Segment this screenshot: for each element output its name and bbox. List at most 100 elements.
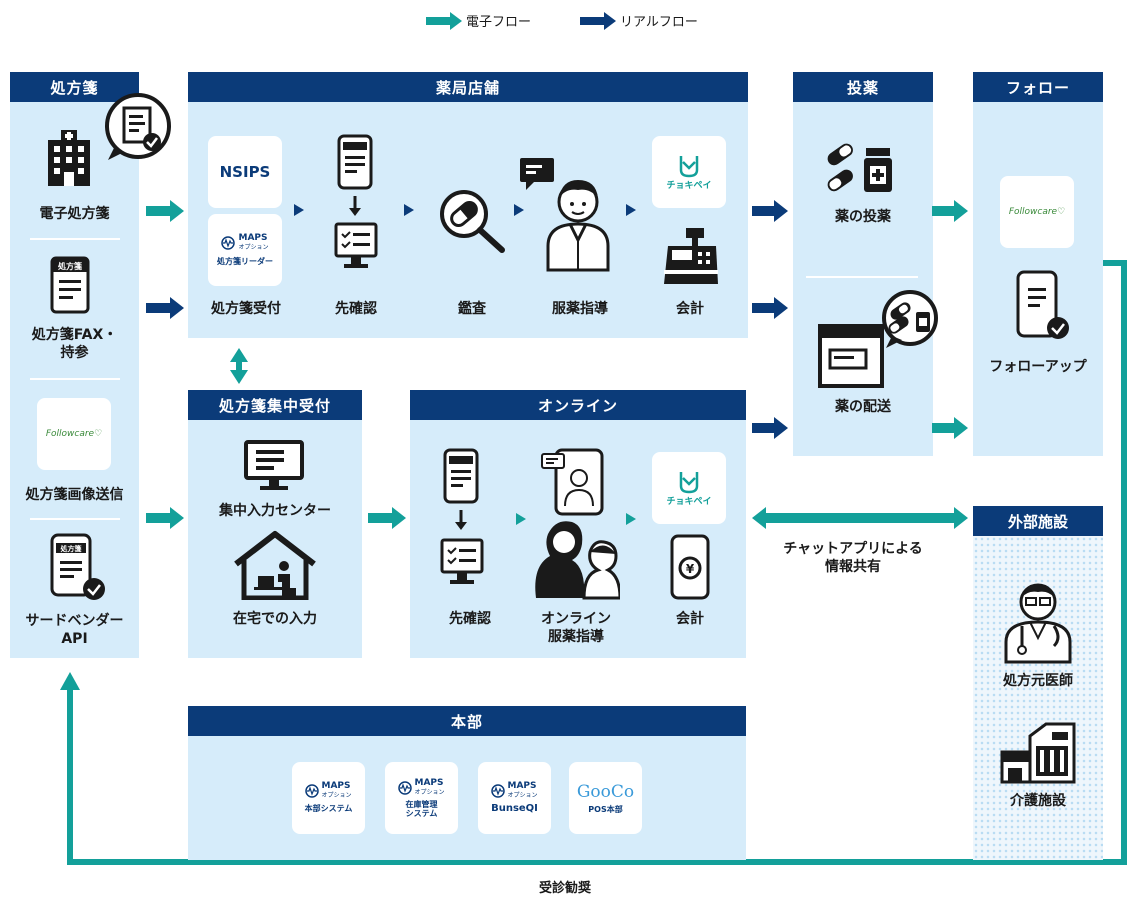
hq-card-sub: オプション (507, 792, 538, 799)
maps-logo-icon (221, 235, 236, 250)
hq-panel: 本部 (188, 706, 746, 860)
e-prescription-bubble-icon (105, 93, 171, 160)
pharmacist-icon (520, 158, 610, 272)
follow-followcare-logo: Followcare♡ (1008, 207, 1066, 217)
online-guidance-icon (535, 448, 620, 600)
online-chokipay-logo-icon (679, 471, 699, 493)
hq-card-gooco: GooCo POS本部 (569, 762, 642, 834)
pre-check-icons (334, 134, 378, 268)
maps-logo-icon (491, 784, 506, 798)
online-chokipay-label: チョキペイ (666, 496, 712, 507)
api-phone-icon: 処方箋 (50, 533, 105, 600)
follow-panel: フォロー (973, 72, 1103, 456)
central-item-input-center: 集中入力センター (219, 503, 331, 519)
hq-header: 本部 (188, 706, 746, 736)
hq-card-brand: MAPS (321, 781, 351, 791)
legend-digital-arrow-icon (426, 12, 462, 30)
rx-header: 処方箋 (10, 72, 139, 102)
maps-sub: オプション (238, 243, 269, 251)
maps-reader-card: MAPS オプション 処方箋リーダー (208, 214, 282, 286)
pharmacy-header: 薬局店舗 (188, 72, 748, 102)
pharmacy-step-pre-check: 先確認 (335, 301, 377, 317)
online-chokipay-card: チョキペイ (652, 452, 726, 524)
followcare-logo: Followcare♡ (45, 429, 103, 439)
prescription-document-label: 処方箋 (57, 261, 82, 271)
home-input-icon (234, 531, 316, 600)
dosing-item-administration: 薬の投薬 (835, 209, 891, 225)
external-header: 外部施設 (973, 506, 1103, 536)
dosing-divider (806, 276, 918, 278)
hq-card-name: POS本部 (588, 804, 623, 814)
external-item-doctor: 処方元医師 (1003, 673, 1073, 689)
cash-register-icon (664, 228, 718, 284)
hq-card-name: 本部システム (304, 804, 353, 813)
online-panel: オンライン (410, 390, 746, 658)
pharmacy-step-reception: 処方箋受付 (211, 301, 281, 317)
hq-card-sub: オプション (414, 788, 445, 796)
rx-divider (30, 518, 120, 520)
pharmacy-step-payment: 会計 (676, 301, 704, 317)
central-panel: 処方箋集中受付 (188, 390, 362, 658)
follow-item-followup: フォローアップ (989, 359, 1087, 375)
monitor-icon (244, 440, 304, 490)
central-item-home: 在宅での入力 (233, 611, 317, 627)
svg-text:¥: ¥ (686, 562, 695, 576)
nsips-logo-card: NSIPS (208, 136, 282, 208)
central-header: 処方箋集中受付 (188, 390, 362, 420)
maps-logo-icon (305, 784, 320, 798)
rx-item-e-prescription: 電子処方箋 (39, 206, 110, 222)
follow-header: フォロー (973, 72, 1103, 102)
delivery-box-icon (818, 290, 938, 388)
maps-logo-icon (398, 780, 413, 795)
medicine-icon (827, 143, 892, 192)
legend-digital-label: 電子フロー (466, 15, 532, 30)
maps-reader-label: 処方箋リーダー (217, 256, 273, 266)
followup-phone-icon (1016, 270, 1069, 339)
dosing-header: 投薬 (793, 72, 933, 102)
doctor-icon (1004, 583, 1072, 664)
pharmacy-step-inspection: 鑑査 (458, 301, 486, 317)
chokipay-card: チョキペイ (652, 136, 726, 208)
hq-card-sub: オプション (321, 792, 352, 799)
chokipay-logo-icon (679, 155, 699, 177)
care-facility-icon (1000, 722, 1076, 784)
online-pre-check-icons (440, 448, 484, 584)
hq-card-brand: MAPS (507, 781, 537, 791)
online-header: オンライン (410, 390, 746, 420)
pharmacy-step-guidance: 服薬指導 (552, 301, 608, 317)
rx-item-fax: 処方箋FAX・ 持参 (31, 327, 118, 361)
api-phone-label: 処方箋 (60, 544, 82, 553)
online-step-payment: 会計 (676, 611, 704, 627)
prescription-document-icon: 処方箋 (50, 256, 90, 314)
rx-divider (30, 238, 120, 240)
inspection-magnifier-icon (440, 190, 505, 253)
dosing-item-delivery: 薬の配送 (835, 399, 891, 415)
smartphone-yen-icon: ¥ (670, 534, 710, 600)
maps-brand: MAPS (238, 232, 268, 243)
hq-card-name: BunseQI (491, 803, 538, 814)
rx-item-api: サードベンダー API (25, 613, 124, 647)
online-step-guidance: オンライン 服薬指導 (541, 611, 611, 645)
chat-share-label: チャットアプリによる 情報共有 (783, 541, 923, 575)
nsips-logo: NSIPS (219, 163, 271, 181)
legend-real-arrow-icon (580, 12, 616, 30)
rx-divider (30, 378, 120, 380)
recommend-label: 受診勧奨 (538, 881, 591, 896)
follow-followcare-card: Followcare♡ (1000, 176, 1074, 248)
legend-real-label: リアルフロー (620, 15, 698, 30)
followcare-logo-card: Followcare♡ (37, 398, 111, 470)
gooco-logo: GooCo (576, 781, 635, 802)
external-panel (973, 536, 1103, 860)
hq-card-name: 在庫管理 システム (405, 799, 438, 818)
dosing-panel: 投薬 (793, 72, 933, 456)
rx-item-image: 処方箋画像送信 (25, 487, 124, 503)
hq-card-brand: MAPS (414, 777, 444, 788)
online-step-pre-check: 先確認 (449, 611, 491, 627)
hospital-icon (48, 130, 90, 186)
chokipay-label: チョキペイ (666, 180, 712, 191)
external-item-care: 介護施設 (1010, 793, 1066, 809)
